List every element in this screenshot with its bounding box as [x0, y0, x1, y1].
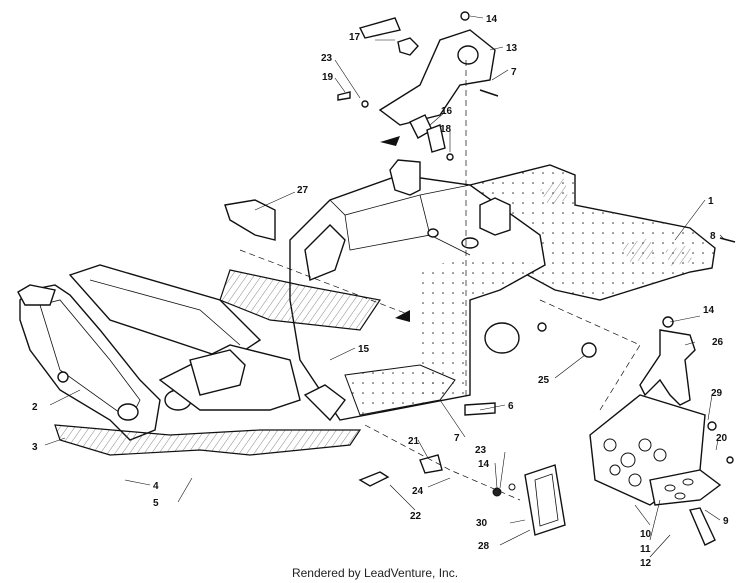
callout-24: 24 [412, 486, 424, 497]
callout-3: 3 [32, 442, 38, 453]
callout-16: 16 [441, 106, 453, 117]
callout-8: 8 [710, 231, 716, 242]
steering-post [337, 11, 496, 161]
callout-22: 22 [410, 511, 422, 522]
callout-14-mid: 14 [478, 459, 490, 470]
callout-7-upper: 7 [511, 67, 517, 78]
callout-13: 13 [506, 43, 518, 54]
bracket-27 [224, 199, 276, 241]
callout-27: 27 [297, 185, 309, 196]
callout-28: 28 [478, 541, 490, 552]
callout-26: 26 [712, 337, 724, 348]
callout-20: 20 [716, 433, 728, 444]
callout-18: 18 [440, 124, 452, 135]
plate-28 [524, 464, 566, 536]
floor-pan [54, 364, 456, 456]
pointer-arrows [380, 136, 410, 322]
callout-9: 9 [723, 516, 729, 527]
callout-14-top: 14 [486, 14, 498, 25]
callout-10: 10 [640, 529, 652, 540]
callout-17: 17 [349, 32, 361, 43]
callout-23-lower: 23 [475, 445, 487, 456]
callout-30: 30 [476, 518, 488, 529]
callout-21: 21 [408, 436, 420, 447]
callout-7-lower: 7 [454, 433, 460, 444]
footer-credit: Rendered by LeadVenture, Inc. [291, 566, 459, 580]
callout-11: 11 [640, 544, 651, 555]
callout-4: 4 [153, 481, 159, 492]
alignment-lines [239, 60, 641, 501]
leader-lines [44, 15, 726, 558]
callout-12: 12 [640, 558, 652, 569]
callout-2: 2 [32, 402, 38, 413]
side-rails [68, 264, 382, 422]
callout-25: 25 [538, 375, 550, 386]
callout-5: 5 [153, 498, 159, 509]
callout-15: 15 [358, 344, 370, 355]
callout-29: 29 [711, 388, 723, 399]
callout-labels: 1 2 3 4 5 6 7 7 8 9 10 11 12 13 14 14 14… [32, 14, 729, 569]
main-bulkhead [289, 159, 546, 421]
hardware [358, 89, 736, 497]
side-plate [589, 394, 722, 546]
callout-14-right: 14 [703, 305, 715, 316]
callout-23-upper: 23 [321, 53, 333, 64]
callout-19: 19 [322, 72, 334, 83]
callout-6: 6 [508, 401, 514, 412]
footrest-26 [639, 316, 696, 406]
callout-1: 1 [708, 196, 714, 207]
